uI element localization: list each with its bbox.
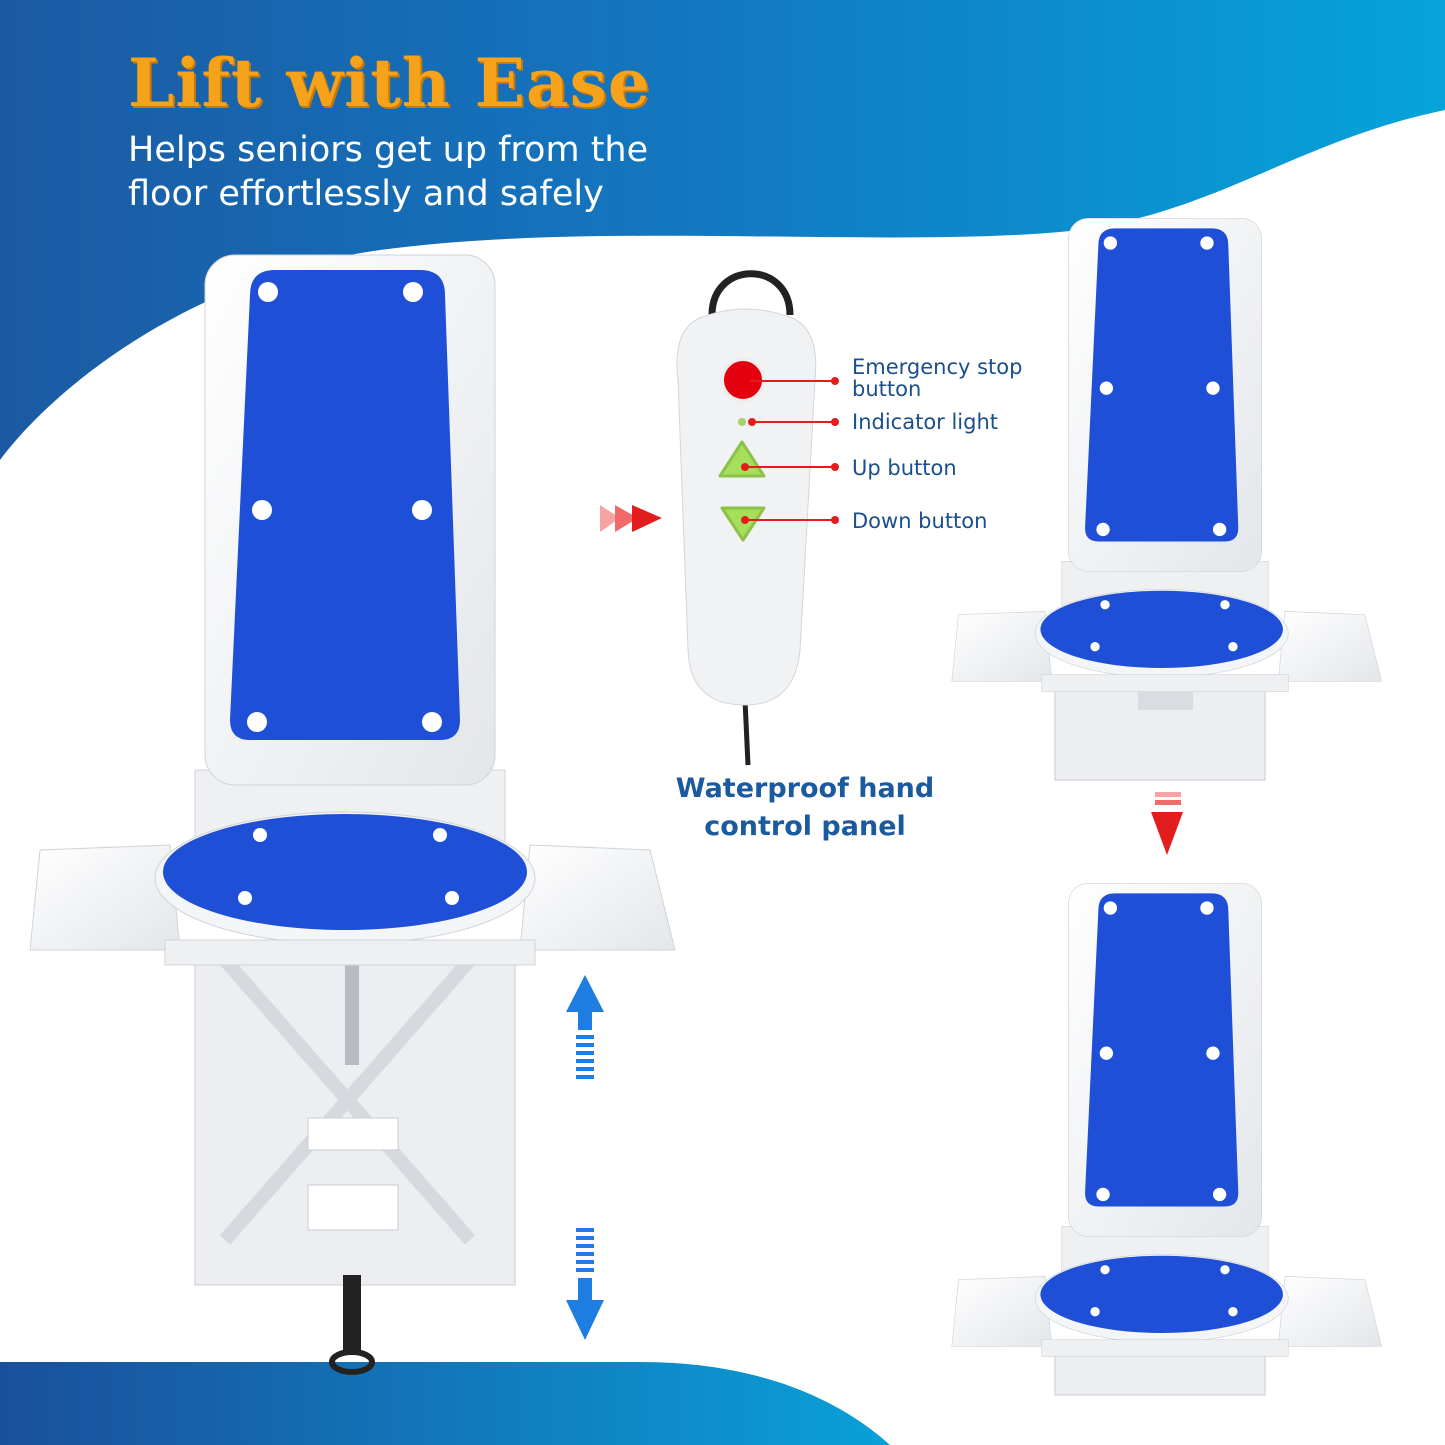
headline: Lift with Ease — [128, 44, 651, 122]
small-chair-lowered — [951, 882, 1382, 1357]
arrow-up-icon — [566, 975, 604, 1079]
callout-up-button: Up button — [852, 456, 957, 480]
large-chair — [29, 254, 676, 966]
callout-indicator-light: Indicator light — [852, 410, 999, 434]
arrow-down-blue-icon — [566, 1228, 604, 1340]
small-chair-raised — [951, 217, 1382, 692]
remote-caption: Waterproof hand control panel — [660, 770, 950, 846]
caption-line-1: Waterproof hand — [675, 773, 935, 804]
callout-down-button: Down button — [852, 509, 988, 533]
arrow-down-icon — [1151, 792, 1183, 855]
caption-line-2: control panel — [704, 811, 906, 842]
hand-control-remote — [676, 270, 839, 766]
arrow-right-icon — [600, 505, 662, 532]
small-chair-bottom-base — [1054, 1354, 1266, 1396]
large-chair-base — [194, 955, 516, 1375]
small-chair-top-base — [1054, 689, 1266, 781]
subtitle: Helps seniors get up from the floor effo… — [128, 130, 649, 214]
callout-emergency-stop: Emergency stop button — [852, 355, 1023, 401]
